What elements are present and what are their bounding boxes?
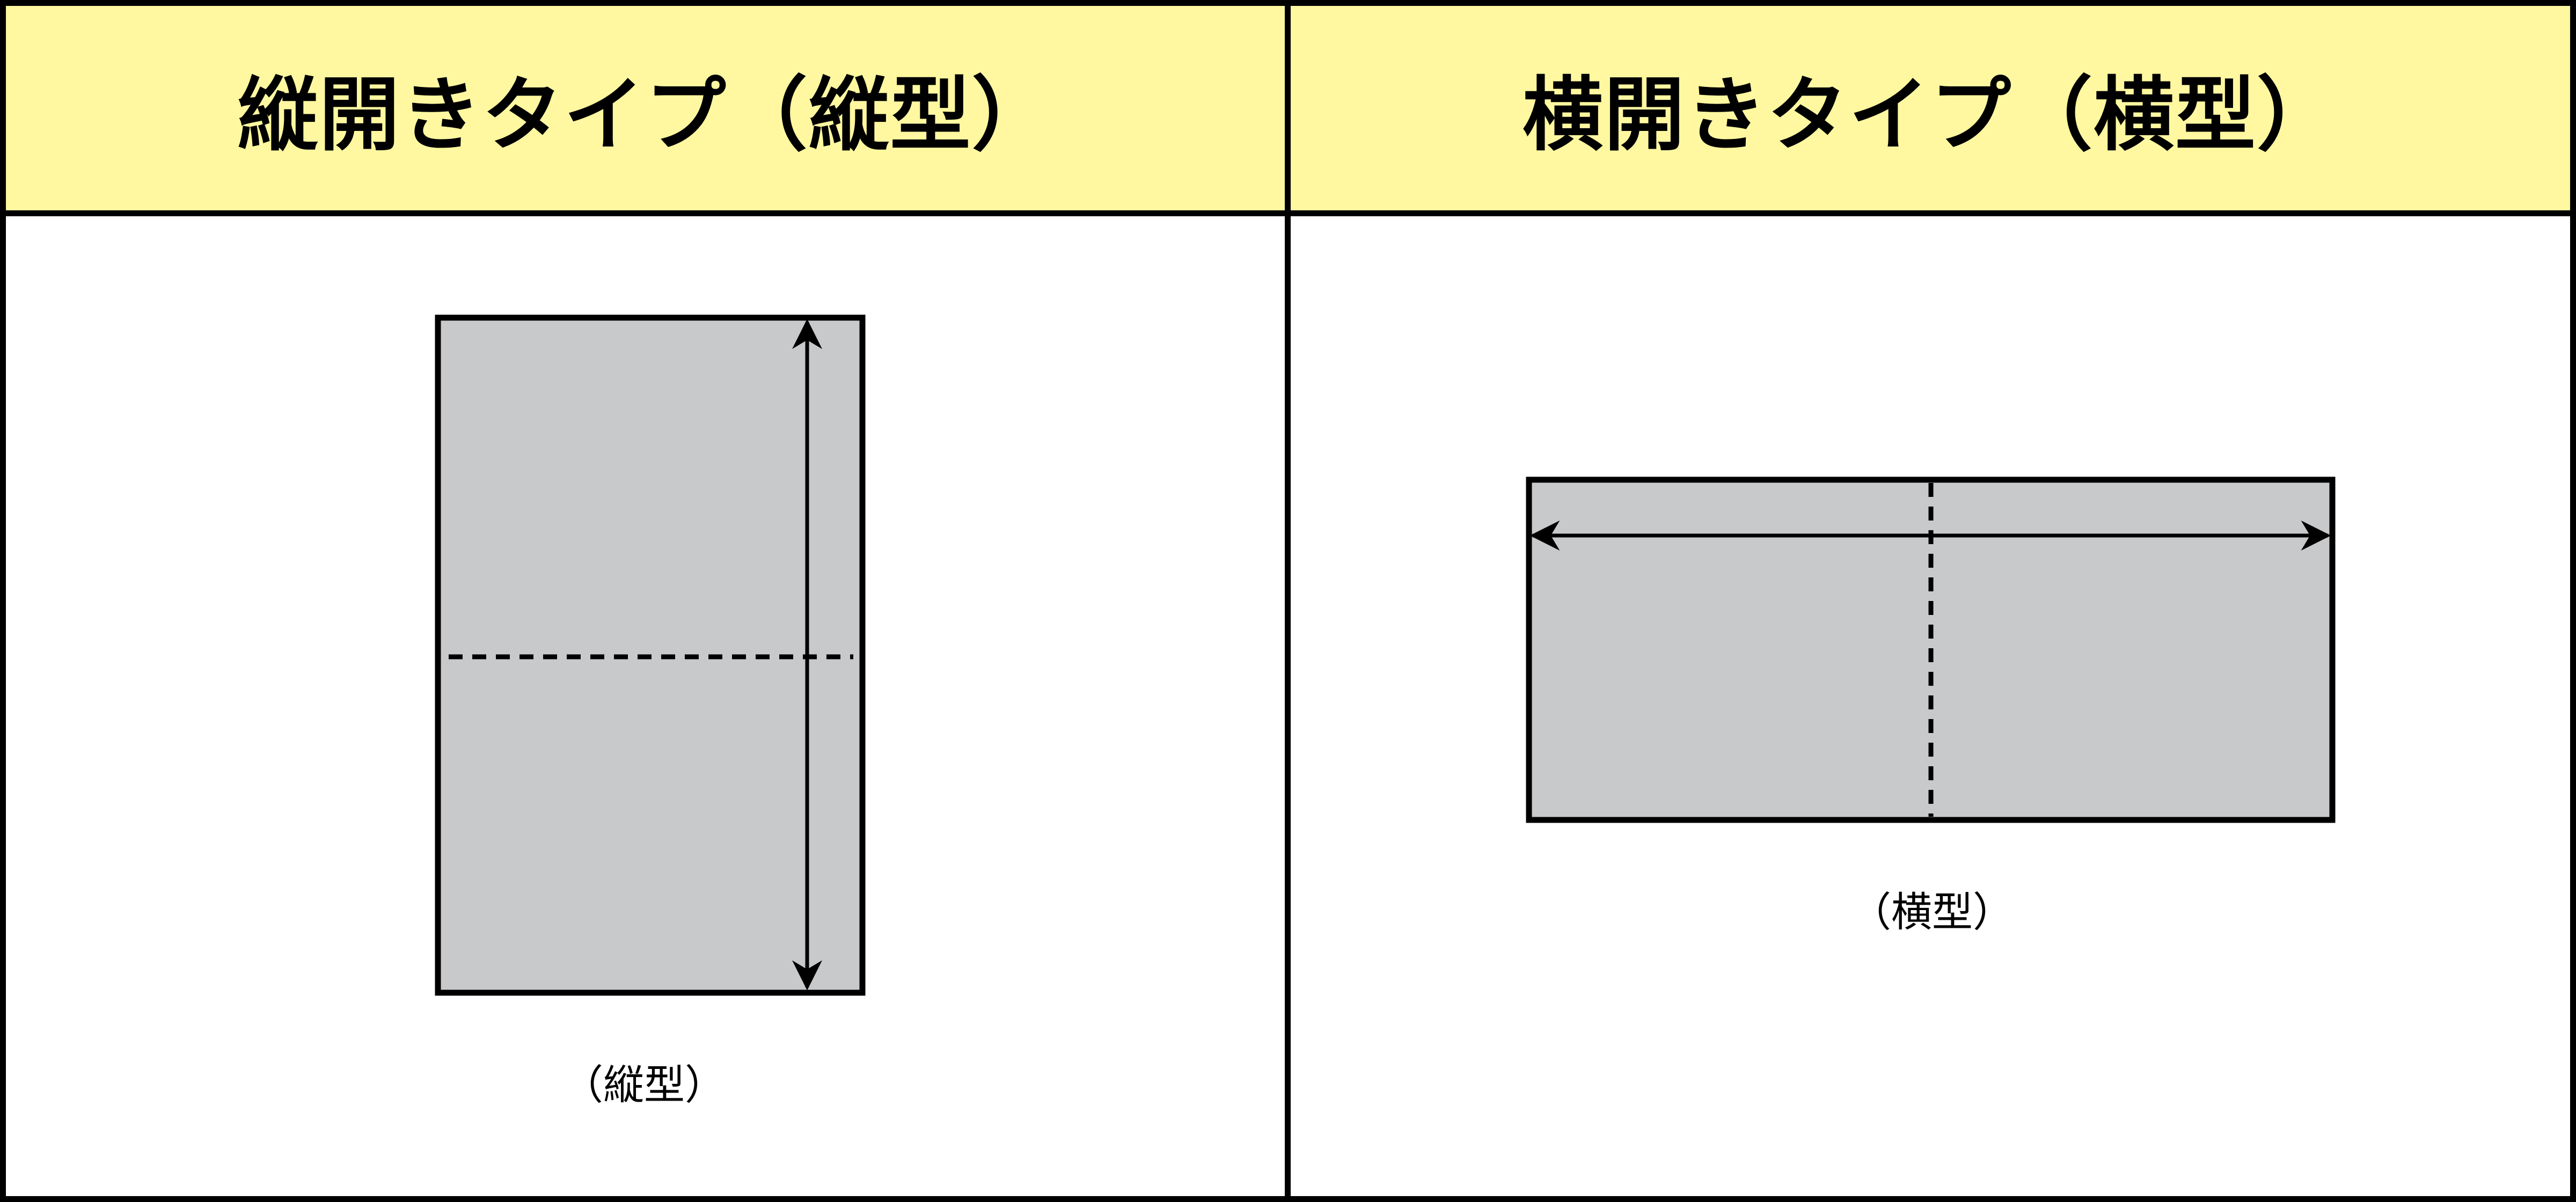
left-panel-title: 縦開きタイプ（縦型） xyxy=(237,69,1053,162)
left-header-bg xyxy=(6,6,1285,210)
vertical-caption: （縦型） xyxy=(562,1061,726,1109)
horizontal-sheet xyxy=(1526,477,2336,823)
header-divider xyxy=(0,210,2576,216)
right-header-bg xyxy=(1291,6,2570,210)
horizontal-caption: （横型） xyxy=(1850,888,2014,936)
vertical-sheet xyxy=(435,314,866,996)
column-divider xyxy=(1285,0,1291,1202)
right-panel-title: 横開きタイプ（横型） xyxy=(1522,69,2338,162)
